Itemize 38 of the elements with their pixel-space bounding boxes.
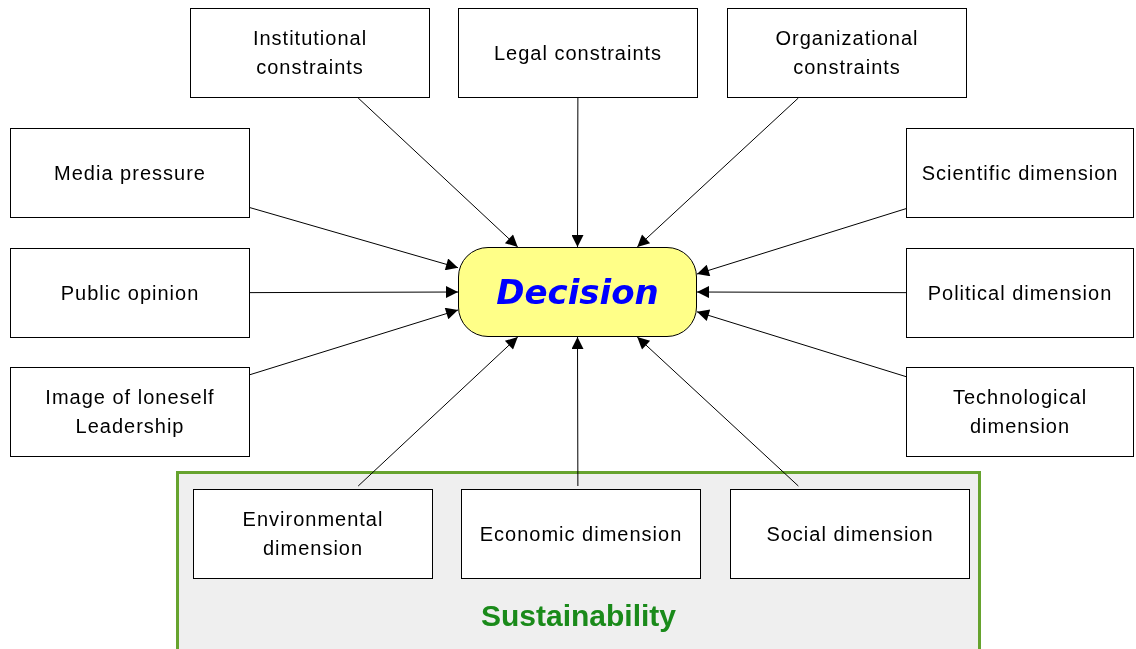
box-label: Public opinion (59, 280, 201, 306)
factor-box (10, 248, 250, 338)
box-label: Legal constraints (492, 40, 664, 66)
factor-box (193, 489, 433, 579)
box-label: Decision (496, 272, 659, 312)
group-title: Sustainability (479, 599, 677, 633)
group-panel (176, 471, 981, 649)
factor-box (906, 367, 1134, 457)
factor-box (461, 489, 701, 579)
decision-box (458, 247, 697, 337)
arrow (636, 97, 799, 248)
box-label: Political dimension (926, 280, 1114, 306)
factor-box (10, 128, 250, 218)
arrow (571, 97, 584, 248)
box-label: Economic dimension (478, 521, 684, 547)
box-label: Environmental dimension (241, 507, 385, 561)
arrow (696, 208, 907, 277)
arrow (571, 336, 584, 487)
box-label: Organizational constraints (774, 26, 920, 80)
box-label: Media pressure (53, 160, 207, 186)
factor-box (458, 8, 698, 98)
factor-box (906, 248, 1134, 338)
box-label: Institutional constraints (251, 26, 369, 80)
arrow (696, 286, 907, 299)
arrow (357, 97, 519, 248)
arrow (249, 207, 459, 271)
box-label: Social dimension (765, 521, 935, 547)
factor-box (906, 128, 1134, 218)
arrow (249, 307, 459, 376)
box-label: Scientific dimension (920, 160, 1120, 186)
factor-box (727, 8, 967, 98)
arrow (696, 309, 907, 378)
factor-box (730, 489, 970, 579)
box-label: Technological dimension (951, 385, 1089, 439)
factor-box (10, 367, 250, 457)
box-label: Image of loneself Leadership (44, 385, 216, 439)
factor-box (190, 8, 430, 98)
arrow (249, 286, 459, 299)
